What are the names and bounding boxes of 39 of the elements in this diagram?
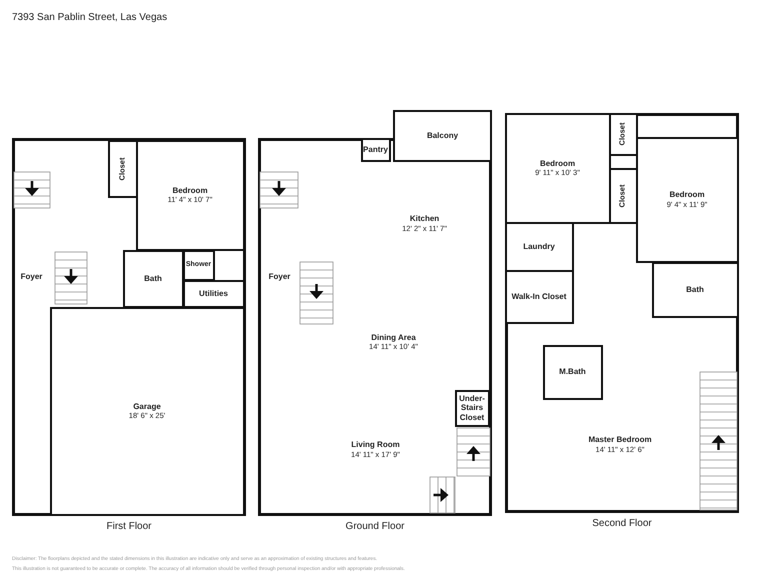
room-name: Garage bbox=[133, 402, 161, 412]
room-name: Bedroom bbox=[172, 186, 208, 196]
room-name: Bath bbox=[686, 284, 704, 294]
room-name: Bedroom bbox=[540, 158, 576, 168]
room-area bbox=[122, 250, 184, 308]
room-area bbox=[504, 222, 574, 272]
room-name: Laundry bbox=[523, 242, 555, 252]
room-area bbox=[636, 136, 738, 262]
room-name: Dining Area bbox=[371, 332, 416, 342]
room-name: Foyer bbox=[20, 272, 42, 282]
room-area bbox=[652, 262, 738, 318]
room-name: Under-Stairs Closet bbox=[458, 394, 486, 422]
room-area bbox=[360, 138, 390, 162]
room-name: Master Bedroom bbox=[588, 435, 652, 445]
address-title: 7393 San Pablin Street, Las Vegas bbox=[12, 12, 168, 23]
room-area bbox=[50, 306, 244, 516]
room-name: Utilities bbox=[199, 288, 228, 298]
room-name: Bedroom bbox=[669, 190, 705, 200]
room-area bbox=[136, 140, 244, 250]
room-name: M.Bath bbox=[559, 367, 586, 377]
room-area bbox=[608, 168, 638, 224]
room-area bbox=[108, 140, 138, 198]
room-name: Kitchen bbox=[410, 214, 440, 224]
room-area bbox=[504, 270, 574, 324]
room-area bbox=[608, 112, 638, 156]
room-area bbox=[504, 112, 610, 224]
floor-name: Ground Floor bbox=[346, 521, 404, 532]
room-name: Pantry bbox=[363, 144, 388, 154]
room-name: Balcony bbox=[426, 131, 458, 141]
room-area bbox=[542, 344, 602, 400]
room-name: Walk-In Closet bbox=[512, 292, 566, 302]
floor-name: First Floor bbox=[106, 521, 152, 532]
room-name: Living Room bbox=[351, 440, 400, 450]
floor-name: Second Floor bbox=[592, 518, 652, 529]
room-area bbox=[182, 280, 244, 308]
room-name: Bath bbox=[144, 274, 162, 284]
room-area bbox=[182, 250, 214, 280]
room-name: Foyer bbox=[268, 272, 290, 282]
room-area bbox=[393, 110, 492, 162]
